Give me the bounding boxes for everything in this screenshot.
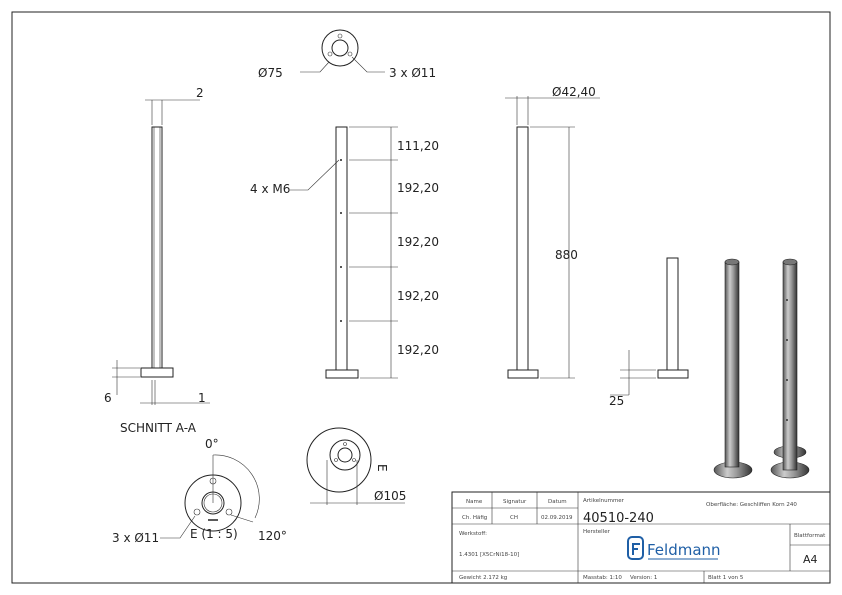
material-label: Werkstoff: <box>459 531 487 537</box>
version: Version: 1 <box>630 575 657 581</box>
section-view: 2 6 1 SCHNITT A-A <box>104 86 210 435</box>
dim-base-diameter: Ø105 <box>374 489 406 503</box>
name-header: Name <box>466 499 483 505</box>
render-3d-left <box>713 258 753 479</box>
dim-tube-diameter: Ø42,40 <box>552 85 596 99</box>
sheet-number: Blatt 1 von 5 <box>708 575 744 581</box>
manufacturer-label: Hersteller <box>583 529 611 535</box>
date: 02.09.2019 <box>541 515 573 521</box>
detail-view: 0° 120° 3 x Ø11 E (1 : 5) <box>112 437 287 545</box>
dim-wall: 2 <box>196 86 204 100</box>
format-label: Blattformat <box>794 533 826 539</box>
drafter-name: Ch. Häfig <box>462 515 487 521</box>
detail-marker: E <box>375 464 389 472</box>
right-view: 25 <box>609 257 689 408</box>
dim-height: 880 <box>555 248 578 262</box>
front-view: 111,20 192,20 192,20 192,20 192,20 4 x M… <box>250 126 439 379</box>
section-label: SCHNITT A-A <box>120 421 197 435</box>
dim-plate-height: 25 <box>609 394 624 408</box>
dim-spacing: 192,20 <box>397 343 439 357</box>
dim-spacing: 192,20 <box>397 181 439 195</box>
surface: Oberfläche: Geschliffen Korn 240 <box>706 502 797 508</box>
weight: Gewicht 2.172 kg <box>459 575 507 581</box>
dim-flange-diameter: Ø75 <box>258 66 283 80</box>
sheet-format: A4 <box>803 553 818 566</box>
top-view: Ø75 3 x Ø11 <box>258 29 436 80</box>
dim-plate-thickness: 6 <box>104 391 112 405</box>
feldmann-logo: Feldmann <box>627 536 721 560</box>
material: 1.4301 [X5CrNi18-10] <box>459 552 519 558</box>
dim-holes-top: 3 x Ø11 <box>389 66 436 80</box>
dim-top-first: 111,20 <box>397 139 439 153</box>
render-3d-right <box>770 258 810 479</box>
signature-header: Signatur <box>503 499 527 505</box>
dim-threads: 4 x M6 <box>250 182 290 196</box>
signature: CH <box>510 515 518 521</box>
article-label: Artikelnummer <box>583 498 625 504</box>
article-number: 40510-240 <box>583 511 654 526</box>
title-block: Name Signatur Datum Ch. Häfig CH 02.09.2… <box>451 491 831 584</box>
side-view: Ø42,40 880 <box>505 85 600 379</box>
dim-offset: 1 <box>198 391 206 405</box>
date-header: Datum <box>548 499 567 505</box>
dim-angle-holes: 120° <box>258 529 287 543</box>
bottom-view: Ø105 E <box>306 427 406 505</box>
dim-holes-detail: 3 x Ø11 <box>112 531 159 545</box>
dim-spacing: 192,20 <box>397 235 439 249</box>
drawing-frame <box>11 11 831 584</box>
dim-spacing: 192,20 <box>397 289 439 303</box>
detail-label: E (1 : 5) <box>190 527 238 541</box>
logo-text: Feldmann <box>647 541 721 559</box>
scale: Masstab: 1:10 <box>583 575 622 581</box>
dim-angle-zero: 0° <box>205 437 219 451</box>
